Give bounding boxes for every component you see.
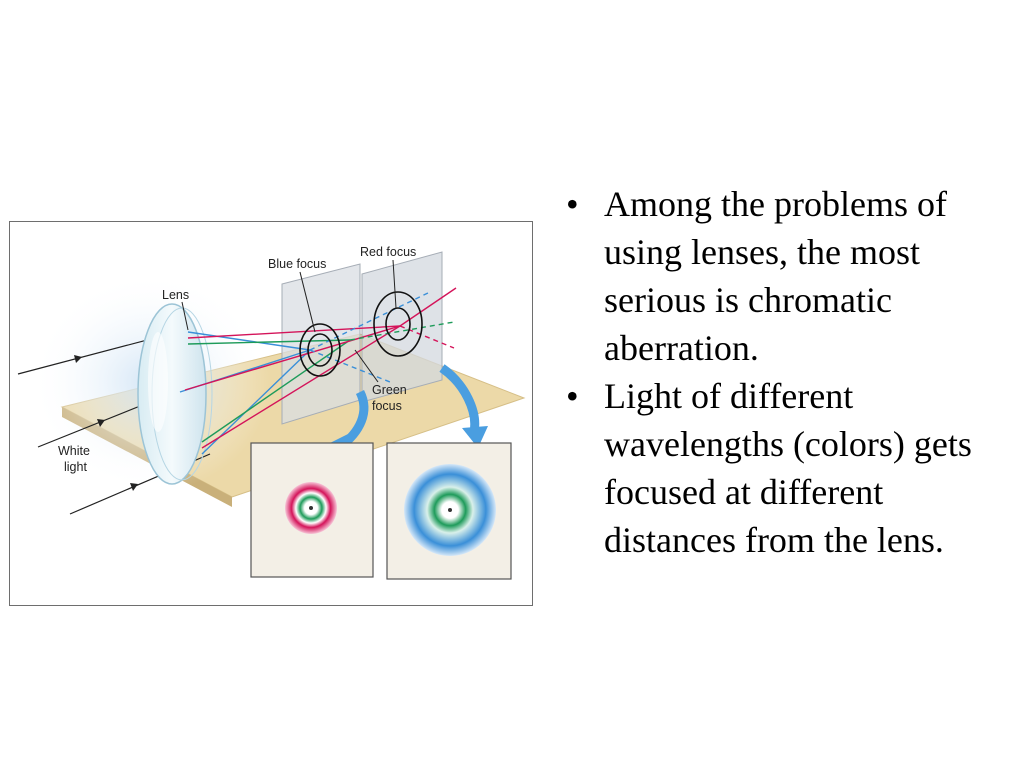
blue-focus-label: Blue focus	[268, 257, 326, 271]
lens-label: Lens	[162, 288, 189, 302]
white-light-label-line2: light	[64, 460, 87, 474]
bullet-marker: •	[566, 376, 579, 416]
chromatic-aberration-diagram: Lens Blue focus Red focus Green focus Wh…	[9, 221, 533, 606]
red-focus-spot-panel	[386, 442, 512, 580]
label-leaders	[181, 259, 397, 383]
bullet-item: • Light of different wavelengths (colors…	[566, 372, 1006, 564]
bullet-list: • Among the problems of using lenses, th…	[566, 180, 1006, 564]
bullet-text: Light of different wavelengths (colors) …	[604, 376, 972, 560]
bullet-text: Among the problems of using lenses, the …	[604, 184, 947, 368]
bullet-marker: •	[566, 184, 579, 224]
focus-rings	[299, 291, 423, 377]
green-focus-label-line1: Green	[372, 383, 407, 397]
red-focus-label: Red focus	[360, 245, 416, 259]
lens	[137, 303, 213, 485]
blue-focus-spot-panel	[250, 442, 374, 578]
diagram-svg: Lens Blue focus Red focus Green focus Wh…	[17, 245, 526, 580]
bullet-item: • Among the problems of using lenses, th…	[566, 180, 1006, 372]
green-focus-label-line2: focus	[372, 399, 402, 413]
white-light-label-line1: White	[58, 444, 90, 458]
